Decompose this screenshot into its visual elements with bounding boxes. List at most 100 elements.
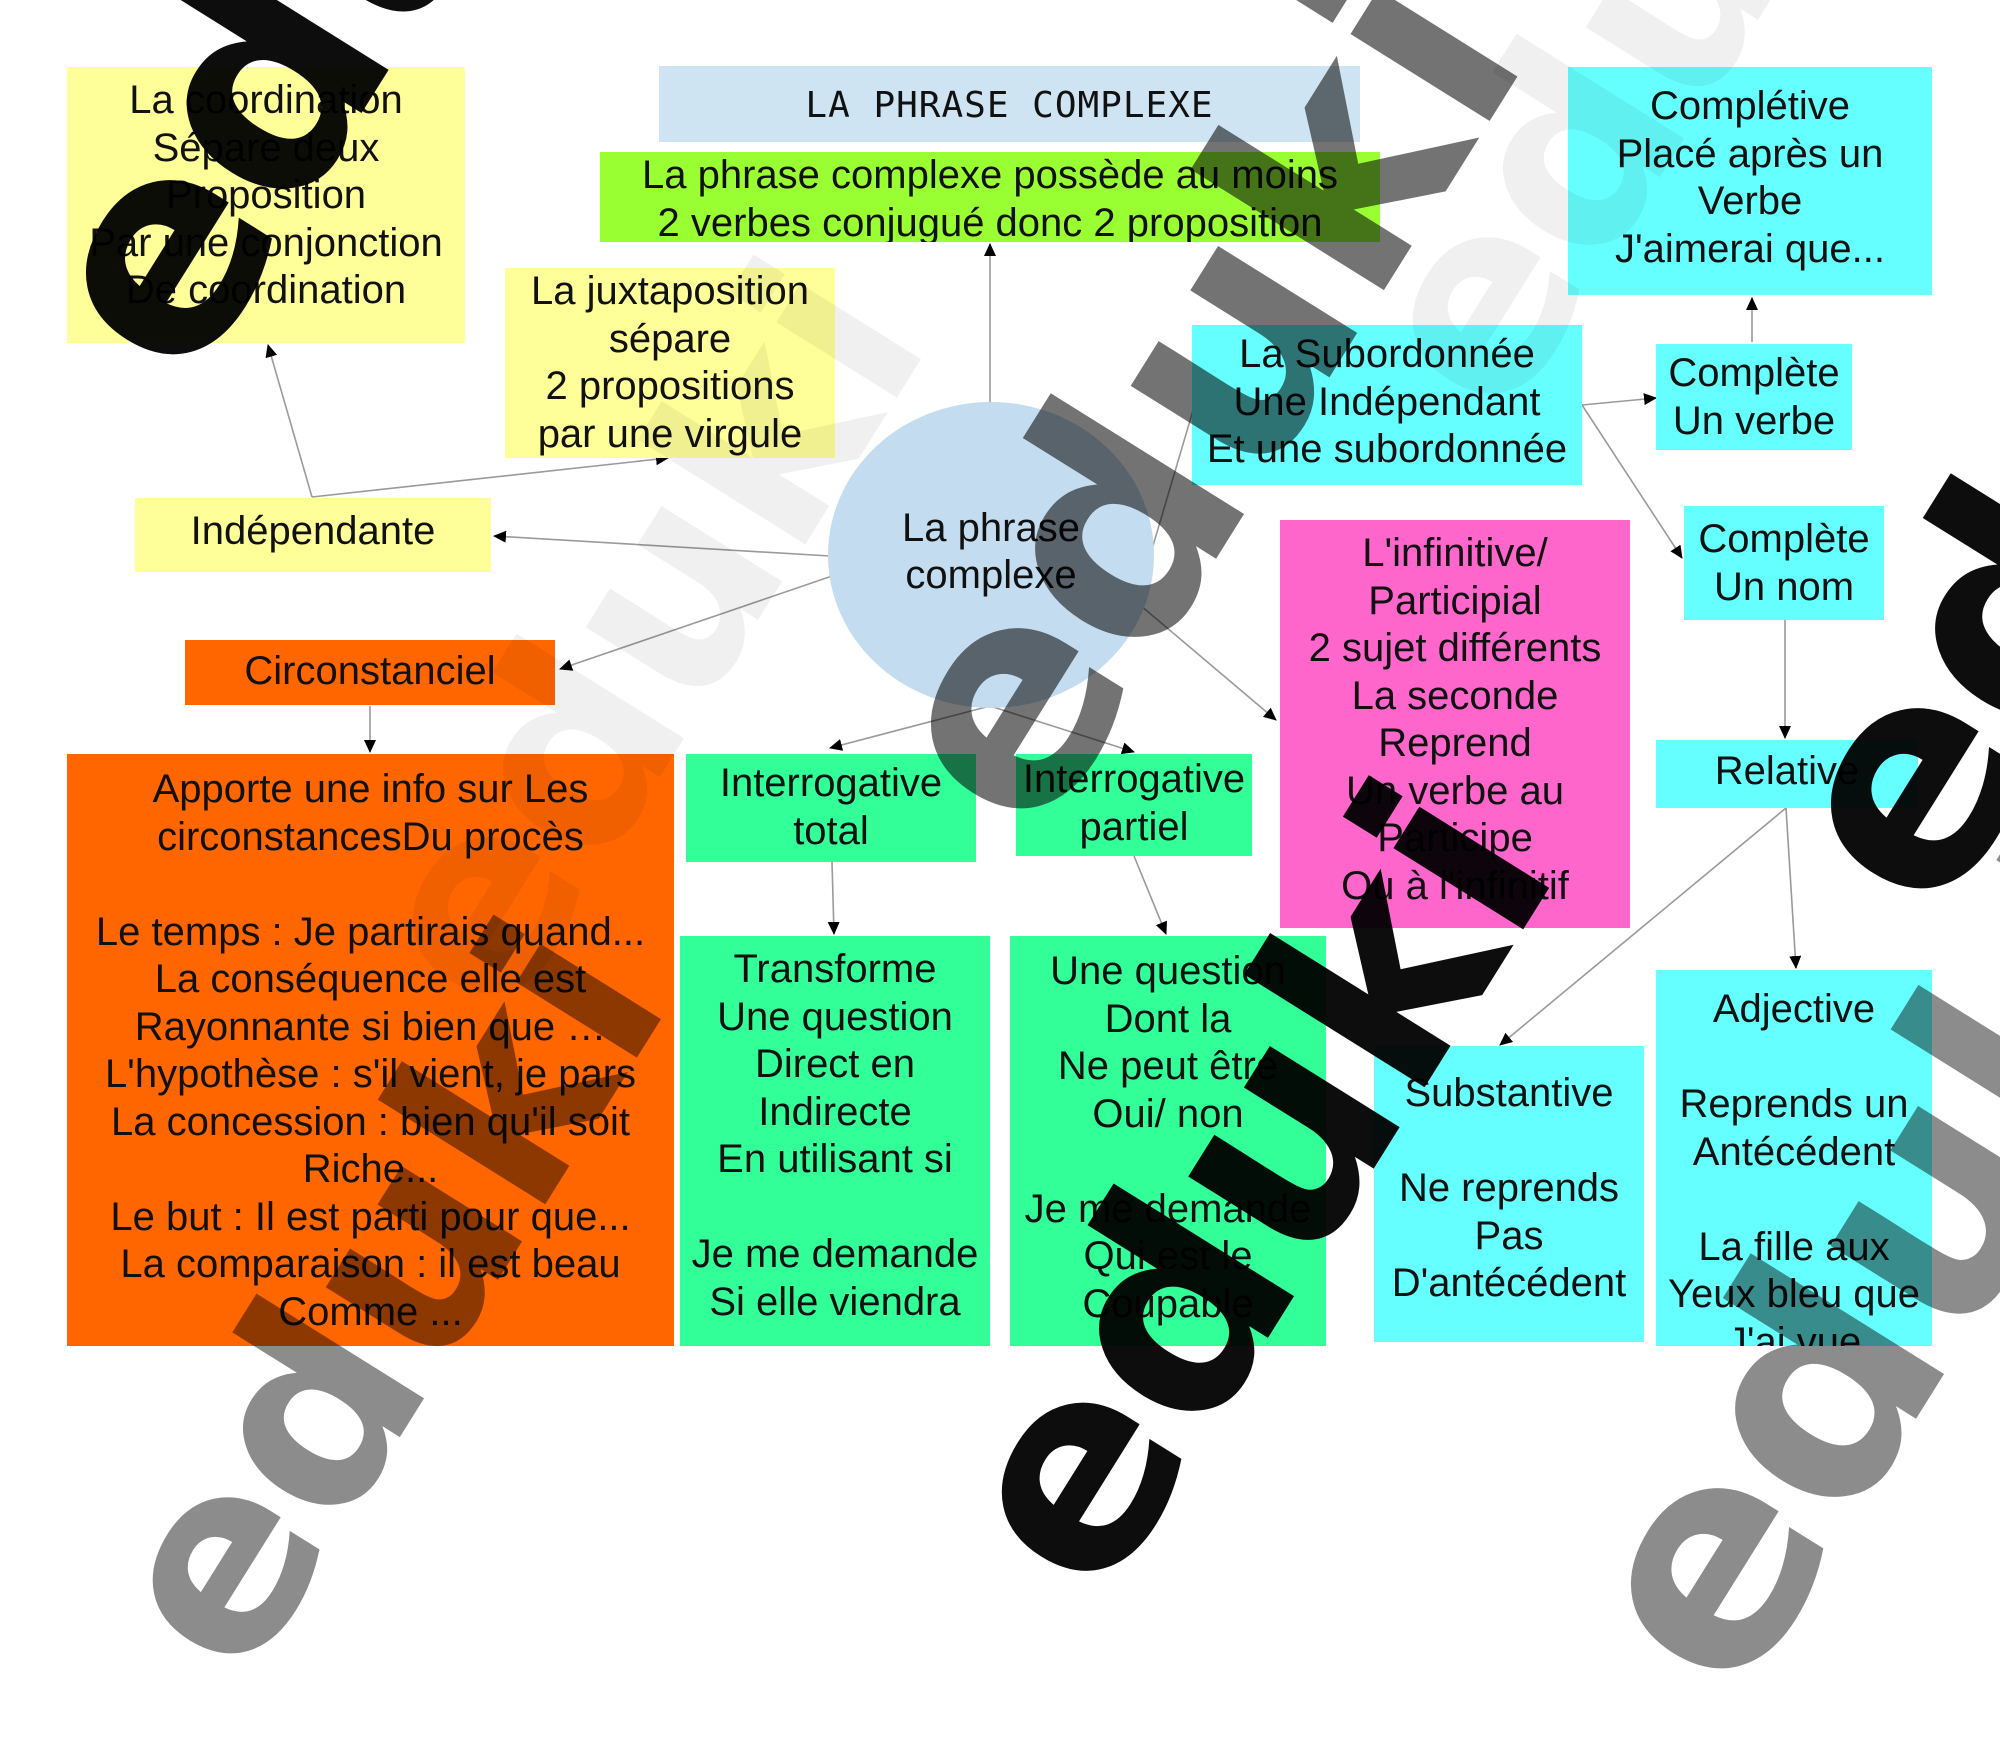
text-line: Pas — [1474, 1213, 1544, 1258]
text-line: Complète — [1698, 517, 1870, 561]
text-line — [67, 861, 674, 909]
link-center-interrogative-total — [829, 705, 991, 751]
link-subordonnee-complete-nom — [1581, 404, 1683, 559]
text-line: Oui/ non — [1092, 1091, 1244, 1136]
text-line: Ne peut être — [1057, 1044, 1279, 1088]
text-line: par une virgule — [537, 411, 803, 456]
text-line: Je me demande — [691, 1232, 979, 1276]
text-line: La coordination — [129, 78, 403, 122]
text-line: Ou à l'infinitif — [1341, 863, 1569, 908]
link-independante-juxtaposition — [311, 453, 669, 498]
text-line — [1374, 1118, 1644, 1166]
text-line: Rayonnante si bien que … — [134, 1004, 607, 1049]
text-line: La phrase complexe possède au moins — [642, 153, 1338, 197]
text-line: 2 sujet différents — [1308, 626, 1602, 670]
text-line: En utilisant si — [717, 1137, 953, 1181]
connector-lines — [265, 243, 1802, 1046]
text-line: Reprend — [1378, 721, 1532, 765]
text-line: La Subordonnée — [1239, 332, 1535, 376]
text-line: Qui est le — [1083, 1234, 1253, 1278]
text-line: J'aimerai que... — [1615, 226, 1885, 271]
text-line: Reprends un — [1679, 1082, 1909, 1126]
text-line: De coordination — [125, 268, 407, 312]
center-node — [828, 402, 1154, 708]
text-line — [1656, 1176, 1932, 1224]
text-line: Une question — [1050, 949, 1286, 993]
link-center-circonstanciel — [559, 574, 836, 671]
text-line: Comme ... — [278, 1289, 463, 1334]
link-relative-adjective — [1785, 807, 1802, 969]
text-line: Relative — [1714, 749, 1860, 793]
relative-box: Relative — [1656, 740, 1918, 808]
text-line: La phrase — [902, 506, 1080, 550]
text-line: Par une conjonction — [89, 220, 443, 265]
text-line: 2 propositions — [545, 364, 795, 408]
page-title-text: LA PHRASE COMPLEXE — [805, 85, 1214, 126]
text-line: La comparaison : il est beau — [120, 1242, 621, 1286]
text-line: Placé après un — [1616, 131, 1884, 176]
page-title: LA PHRASE COMPLEXE — [659, 66, 1360, 142]
text-line: L'infinitive/ — [1362, 531, 1548, 575]
text-line: Indépendante — [190, 509, 436, 553]
text-line — [1010, 1138, 1326, 1186]
text-line: Un nom — [1713, 564, 1855, 609]
text-line: Si elle viendra — [709, 1279, 961, 1324]
text-line: Une question — [717, 994, 953, 1039]
text-line: J'ai vue — [1726, 1319, 1862, 1347]
text-line: 2 verbes conjugué donc 2 proposition — [657, 200, 1323, 243]
text-line: Participial — [1368, 578, 1542, 623]
text-line: Coupable — [1082, 1281, 1254, 1326]
text-line: La conséquence elle est — [154, 957, 587, 1001]
text-line: La fille aux — [1698, 1224, 1890, 1269]
text-line: L'hypothèse : s'il vient, je pars — [104, 1052, 637, 1096]
text-line: Complète — [1668, 351, 1840, 395]
link-independante-coordination — [265, 344, 313, 498]
text-line: Substantive — [1404, 1071, 1614, 1115]
text-line: Un verbe — [1672, 398, 1836, 443]
text-line: Et une subordonnée — [1206, 427, 1568, 471]
link-interrogative-total-detail — [827, 861, 840, 935]
text-line — [1656, 1034, 1932, 1082]
text-line: Dont la — [1104, 996, 1232, 1041]
text-line: Indirecte — [758, 1089, 912, 1134]
text-line: Le temps : Je partirais quand... — [95, 909, 646, 954]
text-line: Ne reprends — [1398, 1166, 1620, 1210]
link-subordonnee-complete-verbe — [1581, 393, 1657, 406]
text-line: Apporte une info sur Les — [152, 767, 589, 811]
text-line: Une Indépendant — [1233, 379, 1541, 424]
text-line: Je me demande — [1024, 1186, 1312, 1231]
text-line: circonstancesDu procès — [157, 814, 584, 859]
circonstanciel-box: Circonstanciel — [185, 640, 555, 705]
text-line: La concession : bien qu'il soit — [110, 1099, 631, 1144]
text-line: Verbe — [1697, 179, 1803, 223]
text-line: Un verbe au — [1346, 768, 1564, 813]
text-line: La seconde — [1351, 673, 1559, 718]
text-line: La juxtaposition — [531, 269, 809, 313]
text-line: Adjective — [1712, 987, 1876, 1031]
independante-box: Indépendante — [135, 498, 491, 572]
text-line: Riche... — [302, 1147, 439, 1191]
text-line: Interrogative — [719, 761, 943, 805]
text-line: Transforme — [733, 947, 937, 991]
text-line: Complétive — [1649, 84, 1851, 128]
text-line: sépare — [608, 316, 732, 361]
text-line: partiel — [1079, 804, 1189, 849]
text-line: Direct en — [754, 1042, 916, 1086]
text-line: Proposition — [165, 173, 367, 217]
